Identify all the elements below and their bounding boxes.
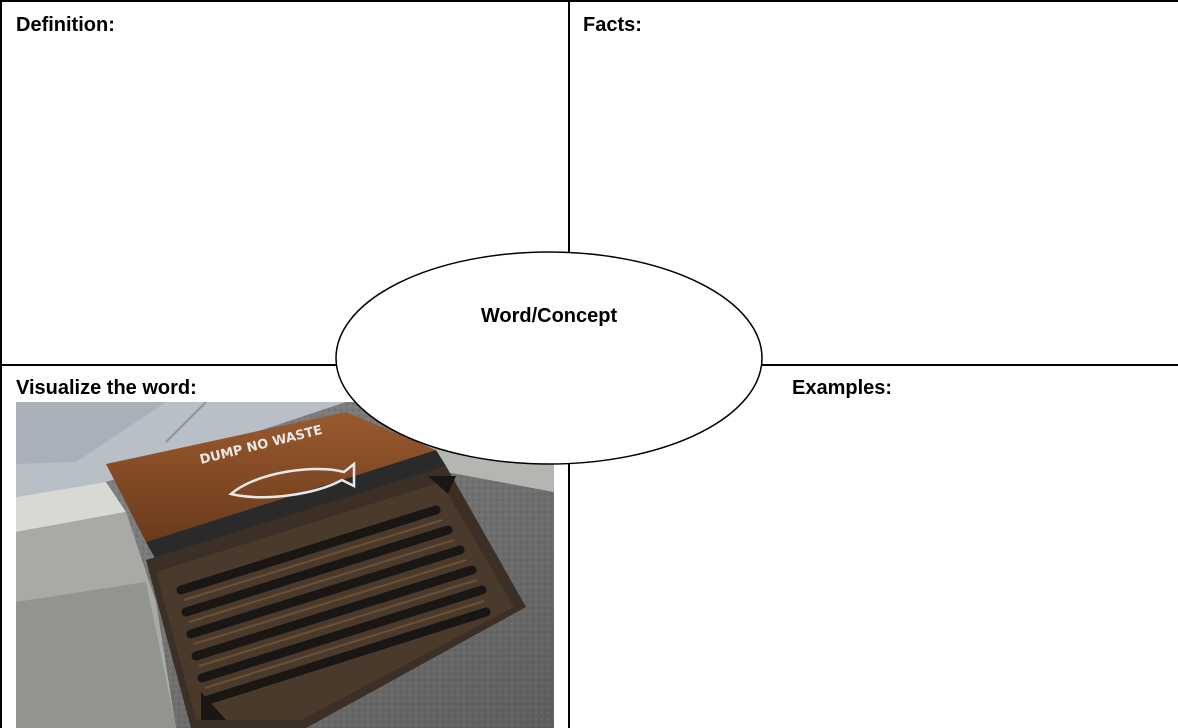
word-concept-oval: Word/Concept — [334, 250, 764, 466]
definition-label: Definition: — [16, 14, 115, 36]
word-concept-label: Word/Concept — [480, 305, 618, 327]
visualize-label: Visualize the word: — [16, 377, 197, 399]
border-top — [0, 0, 1178, 2]
examples-label: Examples: — [792, 377, 893, 399]
facts-label: Facts: — [583, 14, 642, 36]
storm-drain-photo: DUMP NO WASTE — [16, 402, 554, 728]
